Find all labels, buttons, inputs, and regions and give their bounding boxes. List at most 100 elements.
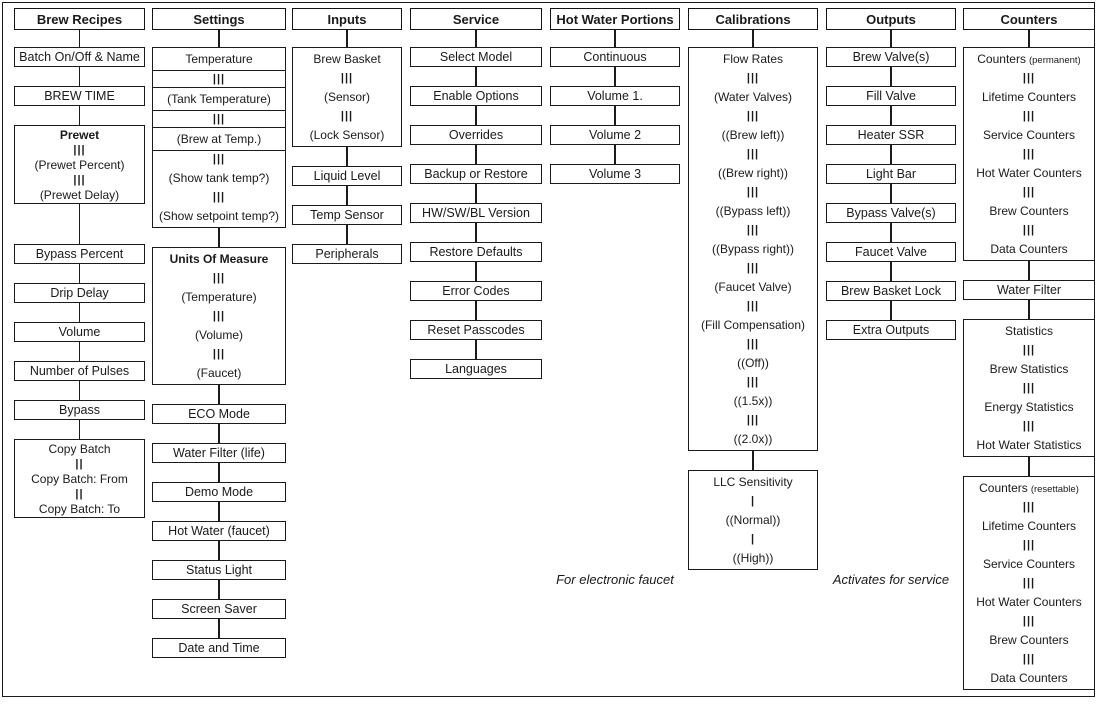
menu-subitem: (Faucet Valve)	[689, 276, 817, 298]
label: Lifetime Counters	[981, 90, 1077, 104]
menu-group-brew-basket: Brew Basket|||(Sensor)|||(Lock Sensor)	[292, 47, 402, 147]
menu-subitem: (Show tank temp?)	[153, 167, 285, 189]
label: Units Of Measure	[169, 252, 269, 266]
menu-group-copy-batch: Copy Batch||Copy Batch: From||Copy Batch…	[14, 439, 145, 518]
label: |||	[1022, 186, 1036, 198]
label: Copy Batch: To	[38, 501, 121, 516]
menu-item-restore-defaults: Restore Defaults	[410, 242, 542, 262]
label-suffix: (permanent)	[1028, 54, 1081, 66]
level-bars: |||	[964, 575, 1094, 591]
menu-group-units-of-measure: Units Of Measure|||(Temperature)|||(Volu…	[152, 247, 286, 385]
connector-line	[218, 541, 220, 560]
menu-item-backup-or-restore: Backup or Restore	[410, 164, 542, 184]
label: |||	[212, 113, 226, 125]
label: ((Off))	[737, 356, 769, 370]
menu-item-overrides: Overrides	[410, 125, 542, 145]
label: |||	[746, 72, 760, 84]
menu-subitem: LLC Sensitivity	[689, 471, 817, 493]
connector-line	[614, 145, 616, 164]
connector-line	[890, 67, 892, 86]
label: Hot Water Statistics	[976, 438, 1082, 452]
menu-subitem: (Lock Sensor)	[293, 124, 401, 146]
menu-item-light-bar: Light Bar	[826, 164, 956, 184]
label: Copy Batch: From	[31, 471, 128, 486]
menu-subitem: Statistics	[964, 320, 1094, 342]
menu-item-batch-on-off-name: Batch On/Off & Name	[14, 47, 145, 67]
label: ((Brew left))	[721, 128, 785, 142]
label: Hot Water Counters	[976, 595, 1082, 609]
level-bars: |||	[964, 108, 1094, 124]
connector-line	[475, 340, 477, 359]
label: Brew Counters	[989, 633, 1069, 647]
menu-group-flow-rates: Flow Rates|||(Water Valves)|||((Brew lef…	[688, 47, 818, 451]
level-bars: |||	[153, 308, 285, 324]
label: (Prewet Percent)	[34, 157, 125, 172]
menu-subitem: ((Normal))	[689, 509, 817, 531]
label: LLC Sensitivity	[713, 475, 793, 489]
label: |||	[746, 148, 760, 160]
menu-subitem: (Prewet Delay)	[15, 186, 144, 203]
label: ((High))	[732, 551, 774, 565]
menu-subitem: ((1.5x))	[689, 390, 817, 412]
menu-group-llc-sensitivity: LLC Sensitivity|((Normal))|((High))	[688, 470, 818, 570]
column-header-hot-water-portions: Hot Water Portions	[550, 8, 680, 30]
menu-subitem: (Water Valves)	[689, 86, 817, 108]
menu-item-brew-time: BREW TIME	[14, 86, 145, 106]
menu-item-drip-delay: Drip Delay	[14, 283, 145, 303]
label: (Show tank temp?)	[168, 171, 270, 185]
connector-line	[890, 184, 892, 203]
label: Hot Water Counters	[976, 166, 1082, 180]
label: |||	[1022, 224, 1036, 236]
level-bars: |||	[293, 108, 401, 124]
menu-item-eco-mode: ECO Mode	[152, 404, 286, 424]
connector-line	[78, 106, 81, 125]
connector-line	[218, 463, 220, 482]
label: |||	[746, 110, 760, 122]
menu-item-volume: Volume	[14, 322, 145, 342]
level-bars: |||	[689, 260, 817, 276]
label: |||	[1022, 148, 1036, 160]
menu-subitem: Copy Batch	[15, 440, 144, 457]
connector-line	[78, 264, 81, 283]
label: (Faucet)	[196, 366, 242, 380]
connector-line	[1028, 261, 1030, 280]
level-bars: ||	[15, 457, 144, 470]
menu-item-enable-options: Enable Options	[410, 86, 542, 106]
connector-line	[1028, 30, 1030, 47]
menu-item-liquid-level: Liquid Level	[292, 166, 402, 186]
connector-line	[890, 301, 892, 320]
menu-subitem: Brew Statistics	[964, 358, 1094, 380]
menu-subitem: Service Counters	[964, 553, 1094, 575]
menu-item-status-light: Status Light	[152, 560, 286, 580]
note-activates-for-service: Activates for service	[832, 572, 950, 587]
level-bars: |||	[153, 151, 285, 167]
column-header-counters: Counters	[963, 8, 1095, 30]
menu-group-temperature: Temperature|||(Tank Temperature)|||(Brew…	[152, 47, 286, 228]
column-header-service: Service	[410, 8, 542, 30]
label: |||	[340, 110, 354, 122]
connector-line	[78, 342, 81, 361]
level-bars: |||	[153, 71, 285, 88]
menu-subitem: Brew Counters	[964, 200, 1094, 222]
label: |||	[212, 272, 226, 284]
menu-subitem: (Brew at Temp.)	[153, 128, 285, 151]
level-bars: |||	[689, 374, 817, 390]
label: |||	[212, 191, 226, 203]
connector-line	[1028, 300, 1030, 319]
level-bars: |||	[689, 70, 817, 86]
column-header-brew-recipes: Brew Recipes	[14, 8, 145, 30]
menu-subitem: Data Counters	[964, 238, 1094, 260]
level-bars: |||	[15, 173, 144, 186]
label: |||	[746, 262, 760, 274]
note-electronic-faucet: For electronic faucet	[556, 572, 674, 587]
menu-subitem: Brew Counters	[964, 629, 1094, 651]
label: ((2.0x))	[733, 432, 773, 446]
level-bars: |||	[689, 184, 817, 200]
label: (Tank Temperature)	[167, 92, 271, 106]
label: |	[750, 495, 756, 507]
